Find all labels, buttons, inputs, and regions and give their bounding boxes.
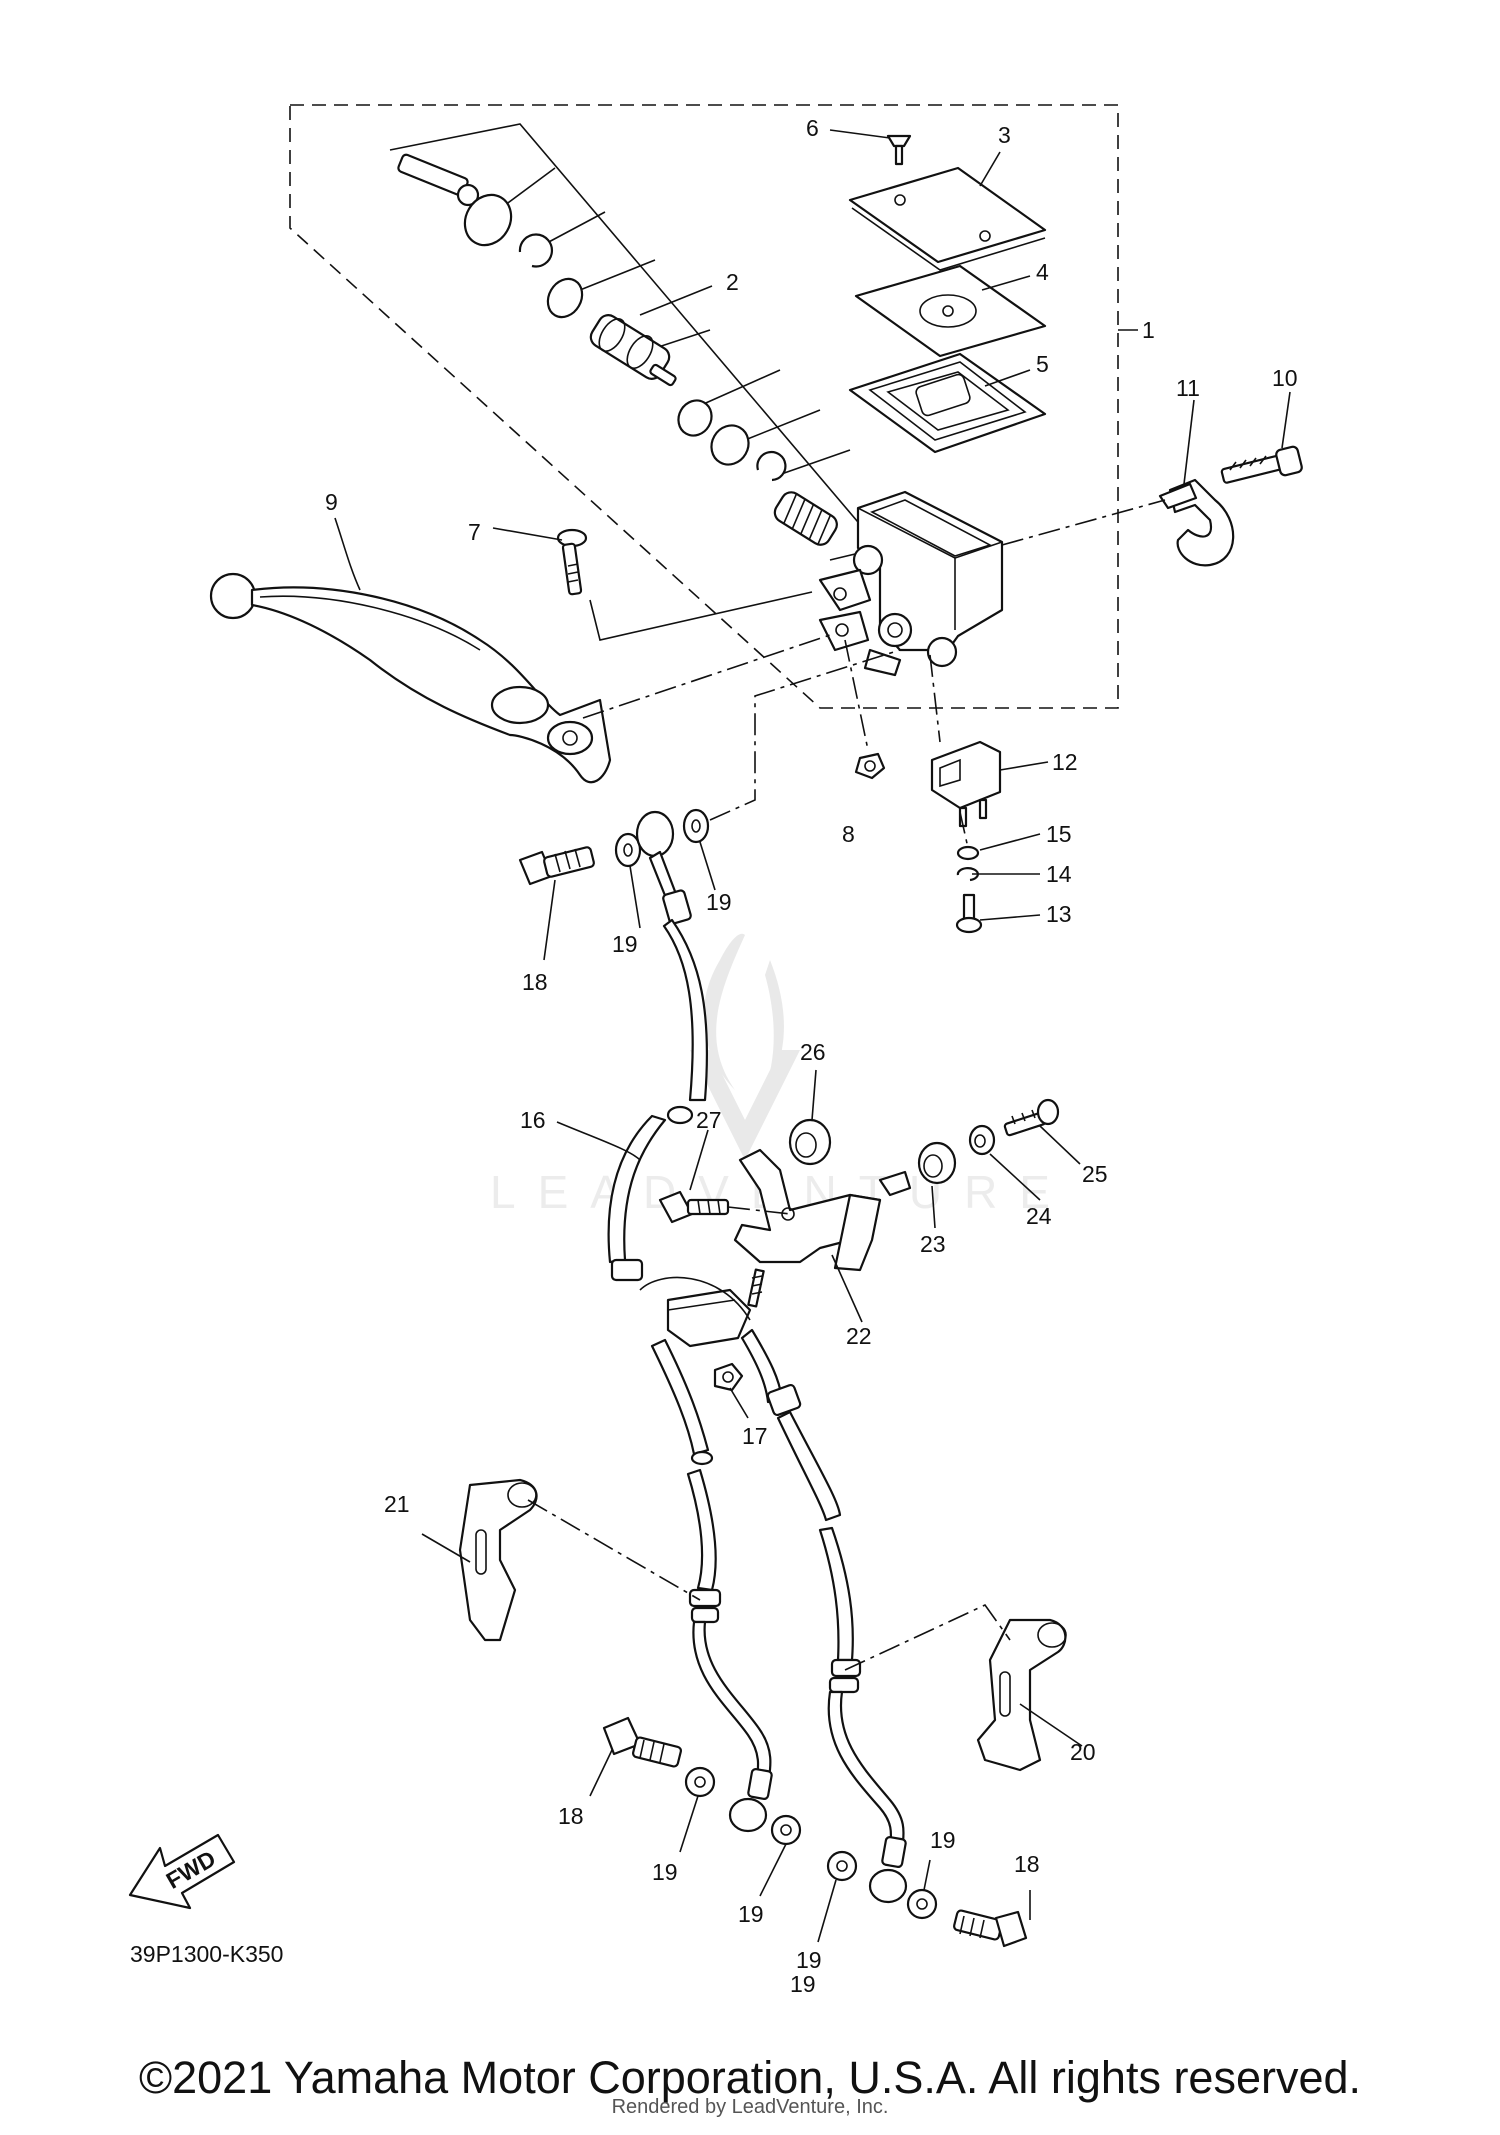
upper-washer-left (614, 832, 642, 868)
bracket-screw-25 (1003, 1098, 1060, 1137)
clamp-bolt (1220, 445, 1303, 484)
callout-15: 15 (1046, 821, 1072, 847)
callout-labels: 1 2 3 4 5 6 7 8 9 10 11 12 13 14 15 16 1… (325, 115, 1298, 1997)
hose-guide-left (458, 1478, 538, 1642)
callout-18-lower-right: 18 (1014, 1851, 1040, 1877)
callout-12: 12 (1052, 749, 1078, 775)
callout-19-lower-b: 19 (738, 1901, 764, 1927)
fwd-direction-arrow: FWD (128, 1833, 236, 1910)
callout-19-lower-c: 19 (796, 1947, 822, 1973)
callout-26: 26 (800, 1039, 826, 1065)
callout-10: 10 (1272, 365, 1298, 391)
nut-axis-line (844, 639, 869, 751)
lower-washer-c (826, 1850, 858, 1882)
callout-27: 27 (696, 1107, 722, 1133)
lower-washer-d (906, 1888, 938, 1920)
hose-banjo-axis-line (709, 649, 901, 821)
callout-16: 16 (520, 1107, 546, 1133)
callout-18-lower-left: 18 (558, 1803, 584, 1829)
cap-screw (886, 134, 912, 166)
collar-24 (968, 1124, 996, 1156)
callout-17: 17 (742, 1423, 768, 1449)
callout-24: 24 (1026, 1203, 1052, 1229)
lower-union-bolt-left (602, 1716, 682, 1768)
callout-20: 20 (1070, 1739, 1096, 1765)
switch-screw-axis-line (959, 811, 969, 849)
rendered-by-notice: Rendered by LeadVenture, Inc. (611, 2096, 889, 2118)
clamp-axis-line (1001, 499, 1166, 546)
brake-switch (930, 740, 1002, 828)
lever-axis-line (582, 634, 831, 719)
callout-1: 1 (1142, 317, 1155, 343)
holder-clamp (1158, 478, 1235, 567)
pivot-bolt-leader (589, 591, 813, 641)
callout-19-lower-a: 19 (652, 1859, 678, 1885)
callout-22: 22 (846, 1323, 872, 1349)
piston-kit (397, 153, 838, 546)
copyright-notice: ©2021 Yamaha Motor Corporation, U.S.A. A… (138, 2052, 1362, 2103)
callout-6: 6 (806, 115, 819, 141)
switch-screw (955, 893, 983, 934)
callout-leaders (334, 129, 1291, 1943)
callout-9: 9 (325, 489, 338, 515)
diaphragm-plate (854, 264, 1047, 358)
switch-axis-line (929, 654, 941, 743)
callout-5: 5 (1036, 351, 1049, 377)
hose-bracket (733, 1148, 912, 1308)
hose-guide-right (976, 1618, 1067, 1772)
callout-4: 4 (1036, 259, 1049, 285)
callout-23: 23 (920, 1231, 946, 1257)
guide-axis-right (844, 1603, 1011, 1671)
assembly-boundary (289, 104, 1119, 709)
callout-25: 25 (1082, 1161, 1108, 1187)
switch-spring-washer (956, 867, 979, 882)
upper-washer-right (682, 808, 710, 844)
switch-washer (956, 845, 980, 861)
grommet-26 (788, 1118, 832, 1166)
grommet-23 (917, 1141, 957, 1185)
reservoir-cap (848, 166, 1047, 271)
callout-7: 7 (468, 519, 481, 545)
callout-13: 13 (1046, 901, 1072, 927)
lower-washer-b (770, 1814, 802, 1846)
lower-washer-a (684, 1766, 716, 1798)
callout-11: 11 (1176, 375, 1200, 401)
callout-19-upper-right: 19 (706, 889, 732, 915)
callout-19-lower-d: 19 (930, 1827, 956, 1853)
joint-nut (713, 1362, 744, 1392)
callout-14: 14 (1046, 861, 1072, 887)
pivot-nut (854, 752, 886, 780)
bracket-bolt-axis-line (727, 1206, 791, 1215)
brake-lever (209, 572, 612, 784)
callout-19-lower-e: 19 (790, 1971, 816, 1997)
brake-hose-assembly (607, 810, 908, 1904)
guide-axis-left (527, 1499, 701, 1601)
master-cylinder-body (818, 490, 1004, 677)
diaphragm (848, 352, 1047, 454)
callout-19-upper-left: 19 (612, 931, 638, 957)
upper-union-bolt (518, 846, 595, 886)
callout-18-upper: 18 (522, 969, 548, 995)
callout-21: 21 (384, 1491, 410, 1517)
callout-3: 3 (998, 122, 1011, 148)
callout-2: 2 (726, 269, 739, 295)
lower-union-bolt-right (953, 1909, 1028, 1948)
drawing-code: 39P1300-K350 (130, 1941, 283, 1967)
callout-8: 8 (842, 821, 855, 847)
lever-pivot-bolt (556, 528, 588, 596)
